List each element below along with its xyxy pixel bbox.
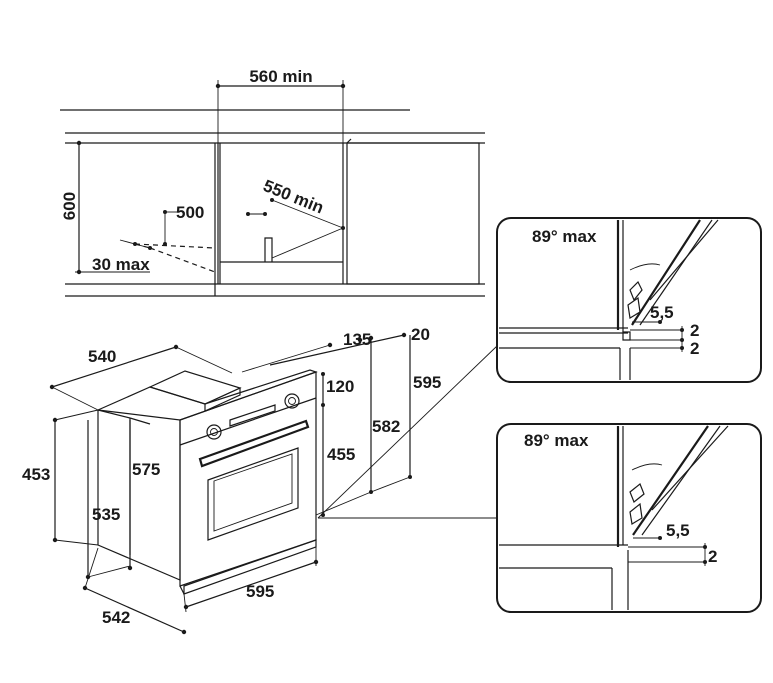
dim-depth-540: 540 bbox=[88, 347, 116, 366]
detail-bottom: 89° max 5,5 2 bbox=[496, 423, 762, 613]
detail-top: 89° max 5,5 2 2 bbox=[496, 217, 762, 383]
detail-top-gap-2a: 2 bbox=[690, 321, 699, 340]
dim-height-575: 575 bbox=[132, 460, 160, 479]
oven-view: 540 135 20 453 535 575 542 bbox=[22, 325, 498, 635]
dim-height-595-right: 595 bbox=[413, 373, 441, 392]
dim-panel-120: 120 bbox=[326, 377, 354, 396]
dim-width-595: 595 bbox=[246, 582, 274, 601]
detail-bottom-gap-5-5: 5,5 bbox=[666, 521, 690, 540]
dim-width-560-min: 560 min bbox=[249, 67, 312, 86]
detail-top-angle-label: 89° max bbox=[532, 227, 597, 246]
dim-gap-30-max: 30 max bbox=[92, 255, 150, 274]
dim-height-600: 600 bbox=[60, 192, 79, 220]
dim-top-135: 135 bbox=[343, 330, 371, 349]
cabinet-view: 560 min 600 500 30 max 550 min bbox=[60, 67, 485, 297]
detail-bottom-angle-label: 89° max bbox=[524, 431, 589, 450]
detail-top-gap-2b: 2 bbox=[690, 339, 699, 358]
dim-depth-500: 500 bbox=[176, 203, 204, 222]
detail-bottom-gap-2: 2 bbox=[708, 547, 717, 566]
dim-height-582: 582 bbox=[372, 417, 400, 436]
dim-height-455: 455 bbox=[327, 445, 355, 464]
dim-top-20: 20 bbox=[411, 325, 430, 344]
dim-height-535: 535 bbox=[92, 505, 120, 524]
dim-height-453: 453 bbox=[22, 465, 50, 484]
dim-depth-542: 542 bbox=[102, 608, 130, 627]
detail-top-gap-5-5: 5,5 bbox=[650, 303, 674, 322]
dim-depth-550-min: 550 min bbox=[261, 176, 327, 217]
